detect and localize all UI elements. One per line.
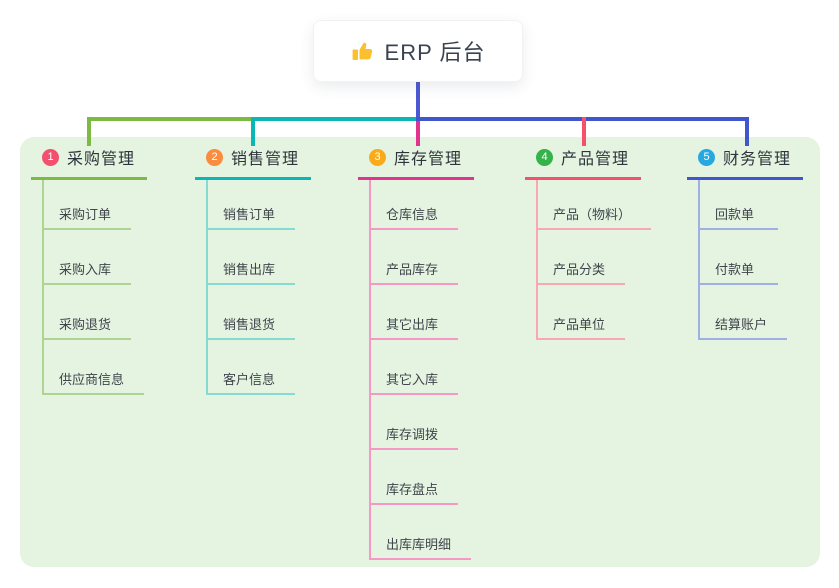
mindmap-node[interactable]: 仓库信息 xyxy=(371,180,459,230)
branch-number-badge: 2 xyxy=(206,148,223,166)
branch-sales-title[interactable]: 2 销售管理 xyxy=(195,145,312,180)
branch-purchase: 1 采购管理 采购订单 采购入库 采购退货 供应商信息 xyxy=(31,145,148,395)
node-label: 销售出库 xyxy=(223,262,276,277)
branch-title-label: 销售管理 xyxy=(231,151,300,168)
node-label: 销售退货 xyxy=(223,317,276,332)
branch-purchase-items: 采购订单 采购入库 采购退货 供应商信息 xyxy=(42,180,145,395)
node-label: 出库库明细 xyxy=(386,537,452,552)
node-label: 采购入库 xyxy=(59,262,112,277)
branch-purchase-title[interactable]: 1 采购管理 xyxy=(31,145,148,180)
branch-title-label: 库存管理 xyxy=(394,151,463,168)
mindmap-node[interactable]: 产品库存 xyxy=(371,230,459,285)
mindmap-node[interactable]: 产品单位 xyxy=(538,285,626,340)
node-label: 库存调拨 xyxy=(386,427,439,442)
node-label: 库存盘点 xyxy=(386,482,439,497)
mindmap-node[interactable]: 结算账户 xyxy=(700,285,788,340)
connector-purchase-hline xyxy=(87,117,253,121)
mindmap-node[interactable]: 客户信息 xyxy=(208,340,296,395)
mindmap-node[interactable]: 采购退货 xyxy=(44,285,132,340)
connector-purchase-drop xyxy=(87,117,91,146)
branch-sales-items: 销售订单 销售出库 销售退货 客户信息 xyxy=(206,180,296,395)
branch-title-label: 产品管理 xyxy=(561,151,630,168)
connector-sales-drop xyxy=(251,117,255,146)
connector-finance-drop xyxy=(745,117,749,146)
branch-sales: 2 销售管理 销售订单 销售出库 销售退货 客户信息 xyxy=(195,145,312,395)
connector-inventory-drop xyxy=(416,121,420,146)
branch-inventory-title[interactable]: 3 库存管理 xyxy=(358,145,475,180)
mindmap-node[interactable]: 库存盘点 xyxy=(371,450,459,505)
root-connector-line xyxy=(416,82,420,121)
node-label: 销售订单 xyxy=(223,207,276,222)
node-label: 采购订单 xyxy=(59,207,112,222)
connector-sales-hline xyxy=(251,117,418,121)
mindmap-node[interactable]: 采购入库 xyxy=(44,230,132,285)
mindmap-node[interactable]: 销售出库 xyxy=(208,230,296,285)
branch-number-badge: 4 xyxy=(536,148,553,166)
branch-inventory: 3 库存管理 仓库信息 产品库存 其它出库 其它入库 库存调拨 库存盘点 出库库… xyxy=(358,145,475,560)
branch-finance: 5 财务管理 回款单 付款单 结算账户 xyxy=(687,145,804,340)
thumbs-up-icon xyxy=(351,39,375,63)
mindmap-node[interactable]: 采购订单 xyxy=(44,180,132,230)
mindmap-node[interactable]: 其它出库 xyxy=(371,285,459,340)
node-label: 其它入库 xyxy=(386,372,439,387)
node-label: 供应商信息 xyxy=(59,372,125,387)
mindmap-node[interactable]: 其它入库 xyxy=(371,340,459,395)
node-label: 产品单位 xyxy=(553,317,606,332)
branch-product-items: 产品（物料） 产品分类 产品单位 xyxy=(536,180,652,340)
mindmap-node[interactable]: 供应商信息 xyxy=(44,340,145,395)
node-label: 付款单 xyxy=(715,262,755,277)
branch-title-label: 财务管理 xyxy=(723,151,792,168)
branch-finance-title[interactable]: 5 财务管理 xyxy=(687,145,804,180)
mindmap-node[interactable]: 产品（物料） xyxy=(538,180,652,230)
branch-product-title[interactable]: 4 产品管理 xyxy=(525,145,642,180)
mindmap-node[interactable]: 产品分类 xyxy=(538,230,626,285)
branch-title-label: 采购管理 xyxy=(67,151,136,168)
mindmap-node[interactable]: 回款单 xyxy=(700,180,778,230)
node-label: 采购退货 xyxy=(59,317,112,332)
node-label: 仓库信息 xyxy=(386,207,439,222)
connector-product-drop xyxy=(582,117,586,146)
branch-product: 4 产品管理 产品（物料） 产品分类 产品单位 xyxy=(525,145,652,340)
mindmap-node[interactable]: 销售退货 xyxy=(208,285,296,340)
branch-number-badge: 3 xyxy=(369,148,386,166)
root-node[interactable]: ERP 后台 xyxy=(313,20,523,82)
mindmap-node[interactable]: 销售订单 xyxy=(208,180,296,230)
node-label: 产品（物料） xyxy=(553,207,632,222)
branch-inventory-items: 仓库信息 产品库存 其它出库 其它入库 库存调拨 库存盘点 出库库明细 xyxy=(369,180,472,560)
branch-number-badge: 1 xyxy=(42,148,59,166)
branch-finance-items: 回款单 付款单 结算账户 xyxy=(698,180,788,340)
mindmap-node[interactable]: 付款单 xyxy=(700,230,778,285)
mindmap-node[interactable]: 出库库明细 xyxy=(371,505,472,560)
node-label: 产品分类 xyxy=(553,262,606,277)
branch-number-badge: 5 xyxy=(698,148,715,166)
root-node-label: ERP 后台 xyxy=(384,40,486,65)
node-label: 客户信息 xyxy=(223,372,276,387)
branches-group-panel xyxy=(20,137,820,567)
mindmap-node[interactable]: 库存调拨 xyxy=(371,395,459,450)
node-label: 其它出库 xyxy=(386,317,439,332)
node-label: 结算账户 xyxy=(715,317,768,332)
node-label: 回款单 xyxy=(715,207,755,222)
node-label: 产品库存 xyxy=(386,262,439,277)
